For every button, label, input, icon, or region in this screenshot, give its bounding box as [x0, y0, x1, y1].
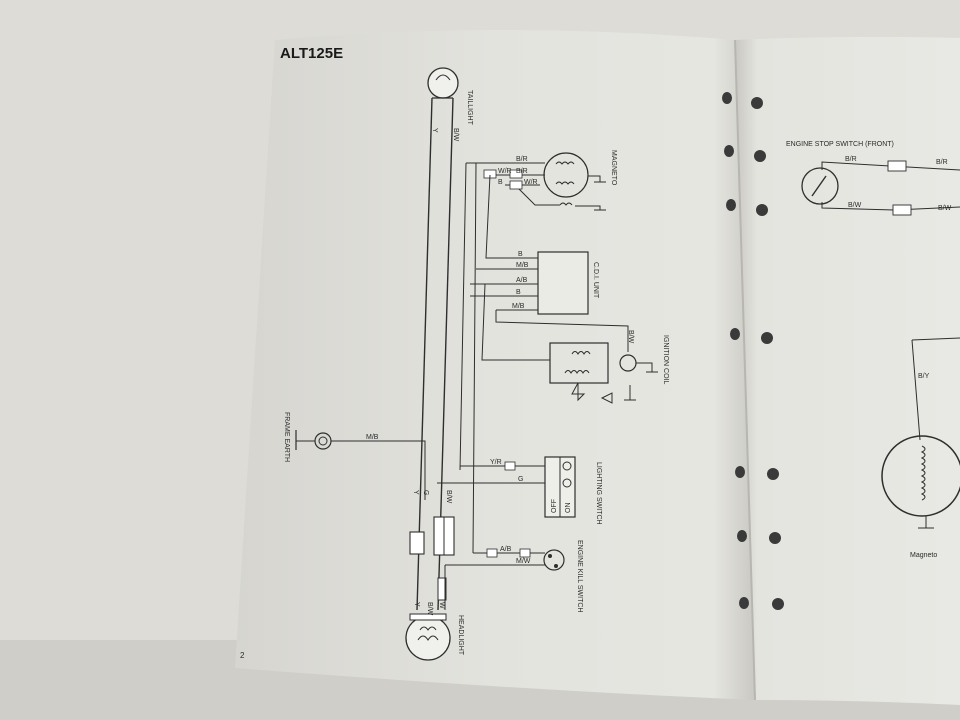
frame-earth-label: FRAME EARTH	[283, 412, 290, 462]
right-wire-bw2: B/W	[938, 205, 952, 212]
headlight-label: HEADLIGHT	[457, 615, 464, 656]
right-wire-by: B/Y	[918, 373, 930, 380]
wire-label-mw: M/W	[516, 558, 531, 565]
wire-label-b3: B	[516, 289, 521, 296]
magneto-label: MAGNETO	[610, 150, 617, 186]
wire-label-wr-b: W/R	[524, 179, 538, 186]
wire-label-g2: G	[422, 490, 429, 495]
right-magneto-icon	[881, 435, 960, 517]
right-wire-bw1: B/W	[848, 202, 862, 209]
engine-stop-switch-icon	[801, 167, 839, 205]
right-wire-br1: B/R	[845, 156, 857, 163]
engine-kill-switch-icon	[543, 549, 565, 571]
lighting-on-label: ON	[565, 503, 572, 514]
wire-label-ab: A/B	[516, 277, 528, 284]
cdi-unit-box	[537, 251, 589, 315]
lighting-switch-label: LIGHTING SWITCH	[595, 462, 602, 525]
wire-label-b2: B	[518, 251, 523, 258]
cdi-unit-label: C.D.I. UNIT	[592, 262, 599, 299]
page-number: 2	[240, 651, 245, 660]
lighting-off-label: OFF	[551, 499, 558, 513]
wire-label-br-b: B/R	[516, 168, 528, 175]
wire-label-mb2: M/B	[512, 303, 525, 310]
wire-label-wr-a: W/R	[498, 168, 512, 175]
wire-label-w: W	[438, 602, 445, 609]
wiring-diagram	[295, 67, 658, 661]
taillight-label: TAILLIGHT	[466, 90, 473, 126]
wire-label-b: B	[498, 179, 503, 186]
wire-label-mb3: M/B	[366, 434, 379, 441]
wire-label-g: G	[518, 476, 523, 483]
wire-label-y3: Y	[413, 602, 420, 607]
binder-holes	[722, 92, 784, 610]
wire-label-br-a: B/R	[516, 156, 528, 163]
engine-stop-switch-label: ENGINE STOP SWITCH (FRONT)	[786, 141, 894, 148]
left-page-labels: TAILLIGHT MAGNETO C.D.I. UNIT IGNITION C…	[283, 90, 669, 656]
model-title: ALT125E	[280, 45, 343, 62]
wire-label-bw3: B/W	[445, 490, 452, 504]
wire-label-y2: Y	[412, 490, 419, 495]
right-magneto-label: Magneto	[910, 552, 937, 559]
wire-label-y: Y	[431, 128, 438, 133]
wire-label-bw2: B/W	[627, 330, 634, 344]
wire-label-bw4: B/W	[426, 602, 433, 616]
wire-label-mb: M/B	[516, 262, 529, 269]
wire-label-yr: Y/R	[490, 459, 502, 466]
headlight-bulb-icon	[405, 615, 451, 661]
book-spine	[734, 39, 756, 701]
wire-label-ab2: A/B	[500, 546, 512, 553]
right-page	[735, 36, 960, 705]
engine-kill-switch-label: ENGINE KILL SWITCH	[576, 540, 583, 612]
ignition-coil-label: IGNITION COIL	[662, 335, 669, 385]
wire-label-bw: B/W	[452, 128, 459, 142]
right-page-diagram: ENGINE STOP SWITCH (FRONT) B/R B/R B/W B…	[786, 141, 960, 559]
left-page	[235, 30, 755, 700]
taillight-bulb-icon	[427, 67, 459, 99]
right-wire-br2: B/R	[936, 159, 948, 166]
ignition-coil-icon	[549, 342, 609, 384]
